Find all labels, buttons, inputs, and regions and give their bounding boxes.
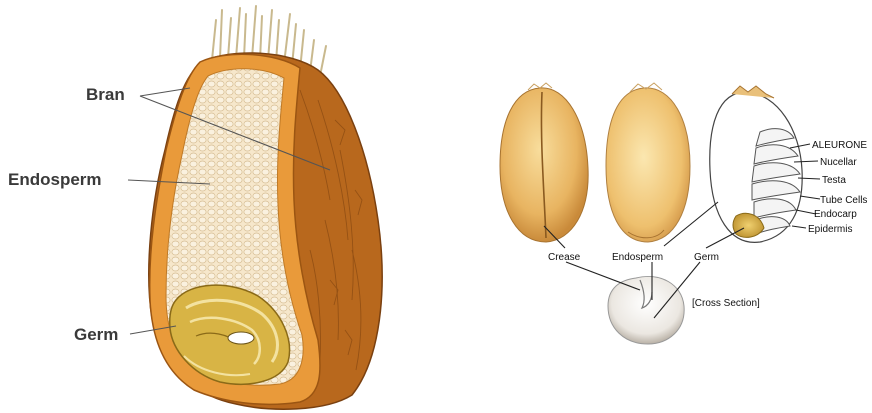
label-epidermis: Epidermis (808, 224, 852, 235)
label-tube-cells: Tube Cells (820, 195, 867, 206)
label-endocarp: Endocarp (814, 209, 857, 220)
kernel-layer-outline (710, 86, 802, 242)
left-kernel-illustration: Bran Endosperm Germ (8, 6, 382, 409)
right-kernel-illustration: ALEURONE Nucellar Testa Tube Cells Endoc… (500, 83, 867, 344)
kernel-back-view (606, 83, 690, 242)
label-testa: Testa (822, 175, 846, 186)
kernel-crease-view (500, 83, 588, 242)
label-endosperm: Endosperm (8, 170, 102, 189)
label-nucellar: Nucellar (820, 157, 857, 168)
cross-section-view (608, 276, 684, 344)
label-endosperm-right: Endosperm (612, 252, 663, 263)
label-bran: Bran (86, 85, 125, 104)
label-crease: Crease (548, 252, 581, 263)
label-cross-section: [Cross Section] (692, 298, 760, 309)
label-aleurone: ALEURONE (812, 140, 867, 151)
label-germ-right: Germ (694, 252, 719, 263)
label-germ: Germ (74, 325, 118, 344)
